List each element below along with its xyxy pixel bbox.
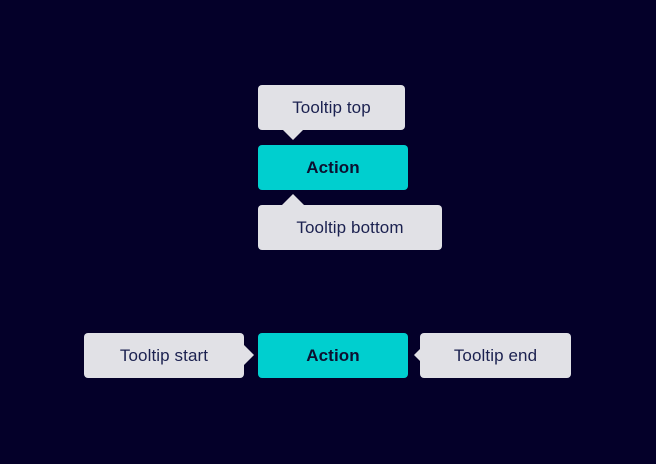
action-button-bottom[interactable]: Action [258, 333, 408, 378]
arrow-right-icon [243, 344, 254, 366]
arrow-up-icon [282, 194, 304, 205]
tooltip-start: Tooltip start [84, 333, 244, 378]
tooltip-bottom: Tooltip bottom [258, 205, 442, 250]
action-button-top[interactable]: Action [258, 145, 408, 190]
tooltip-top: Tooltip top [258, 85, 405, 130]
arrow-down-icon [282, 129, 304, 140]
arrow-left-icon [414, 344, 425, 366]
tooltip-end: Tooltip end [420, 333, 571, 378]
